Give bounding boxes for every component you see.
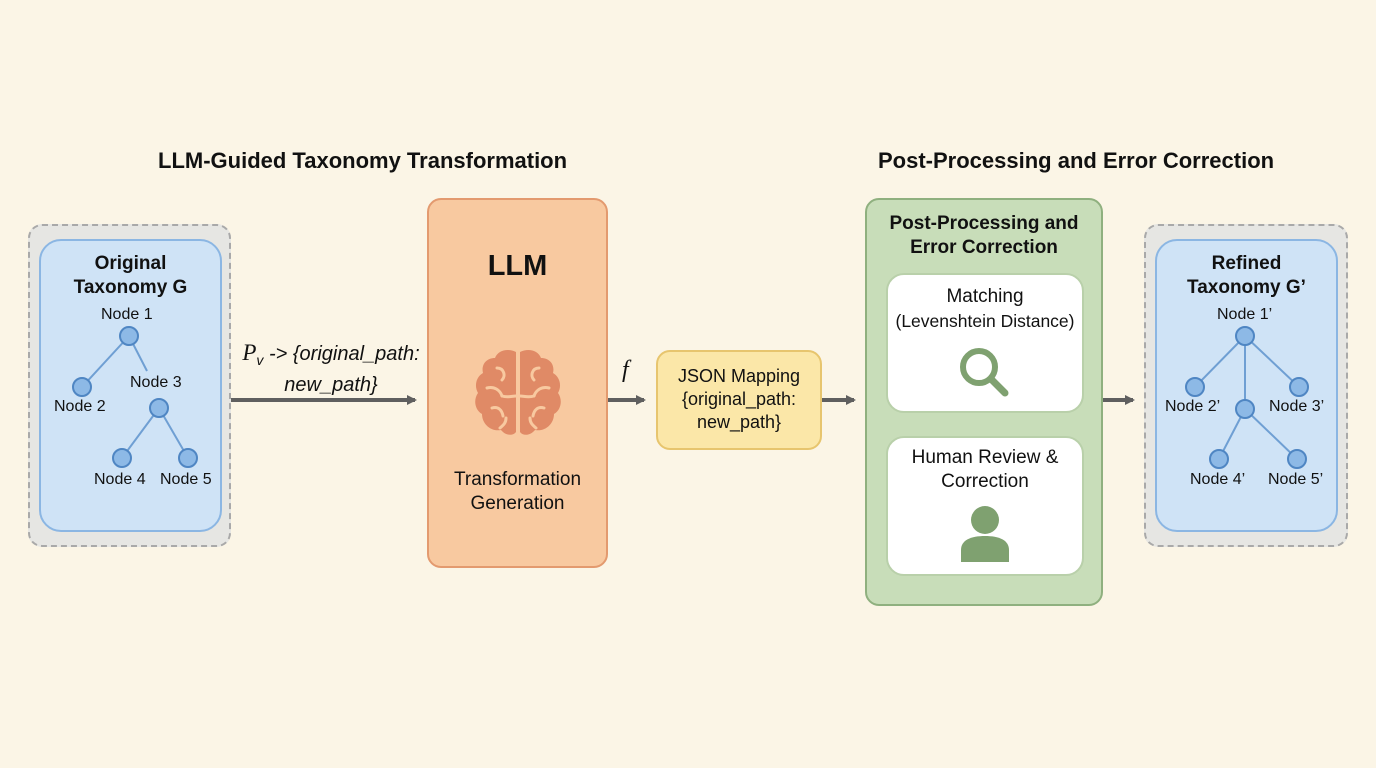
json-line: JSON Mapping [677,366,801,386]
node-label: Node 5’ [1268,471,1323,488]
json-line: {original_path: [681,389,797,409]
tree-node [1235,399,1255,419]
tree-edge [1244,408,1298,460]
refined-taxonomy-title: Refined Taxonomy G’ [1157,252,1336,300]
original-taxonomy-title: Original Taxonomy G [41,252,220,300]
node-label: Node 2’ [1165,398,1220,415]
tree-node [1287,449,1307,469]
subtitle-line: Generation [470,493,565,514]
tree-node [1289,377,1309,397]
tree-edge [1194,335,1246,388]
person-icon [961,506,1009,562]
title-line: Post-Processing and [889,213,1079,234]
refined-tree: Node 1’ Node 2’ Node 3’ Node 4’ Node 5’ [1165,306,1324,488]
tree-node [119,326,139,346]
tree-node [1185,377,1205,397]
tree-edge [81,335,130,388]
llm-block: LLM Transformation Generation [427,198,608,568]
section-heading-transformation: LLM-Guided Taxonomy Transformation [158,148,568,173]
tree-edge [121,407,160,459]
post-processing-block: Post-Processing and Error Correction Mat… [865,198,1103,606]
json-line: new_path} [696,412,782,432]
node-label: Node 4 [94,471,146,488]
brain-icon [475,350,561,435]
card-line: Human Review & [911,447,1059,468]
prompt-label: Pv -> {original_path: new_path} [236,340,426,398]
tree-node [149,398,169,418]
matching-card: Matching (Levenshtein Distance) [886,273,1084,413]
title-line: Error Correction [910,237,1058,258]
prompt-line1: Pv -> {original_path: [236,340,426,373]
node-label: Node 4’ [1190,471,1245,488]
title-line: Original [94,253,167,274]
llm-title: LLM [487,250,548,282]
tree-node [1209,449,1229,469]
original-tree: Node 1 Node 2 Node 3 Node 4 Node 5 [54,306,212,488]
title-line: Taxonomy G [73,277,188,298]
original-taxonomy-panel: Original Taxonomy G Node 1 Node 2 Node 3… [39,239,222,532]
prompt-subscript: v [256,352,264,368]
node-label: Node 3’ [1269,398,1324,415]
tree-node [178,448,198,468]
node-label: Node 3 [130,374,182,391]
human-review-card: Human Review & Correction [886,436,1084,576]
card-line: (Levenshtein Distance) [895,311,1075,331]
section-heading-post-processing: Post-Processing and Error Correction [878,148,1275,173]
node-label: Node 1 [101,306,153,323]
subtitle-line: Transformation [453,469,582,490]
post-processing-title: Post-Processing and Error Correction [867,212,1101,260]
refined-taxonomy-panel: Refined Taxonomy G’ Node 1’ Node 2’ Nod [1155,239,1338,532]
title-line: Taxonomy G’ [1187,277,1306,298]
json-mapping-block: JSON Mapping {original_path: new_path} [656,350,822,450]
title-line: Refined [1211,253,1282,274]
prompt-line2: new_path} [284,374,378,396]
original-taxonomy-container: Original Taxonomy G Node 1 Node 2 Node 3… [28,224,231,547]
node-label: Node 1’ [1217,306,1272,323]
node-label: Node 5 [160,471,212,488]
tree-node [72,377,92,397]
prompt-symbol: P [242,340,257,365]
f-label: f [622,357,629,383]
tree-node [112,448,132,468]
node-label: Node 2 [54,398,106,415]
prompt-text: -> {original_path: [263,343,420,365]
refined-taxonomy-container: Refined Taxonomy G’ Node 1’ Node 2’ Nod [1144,224,1348,547]
card-line: Correction [941,471,1029,492]
tree-node [1235,326,1255,346]
tree-edge [1244,335,1300,388]
card-line: Matching [946,286,1024,307]
llm-subtitle: Transformation Generation [429,468,606,516]
magnifier-icon [960,348,1009,397]
